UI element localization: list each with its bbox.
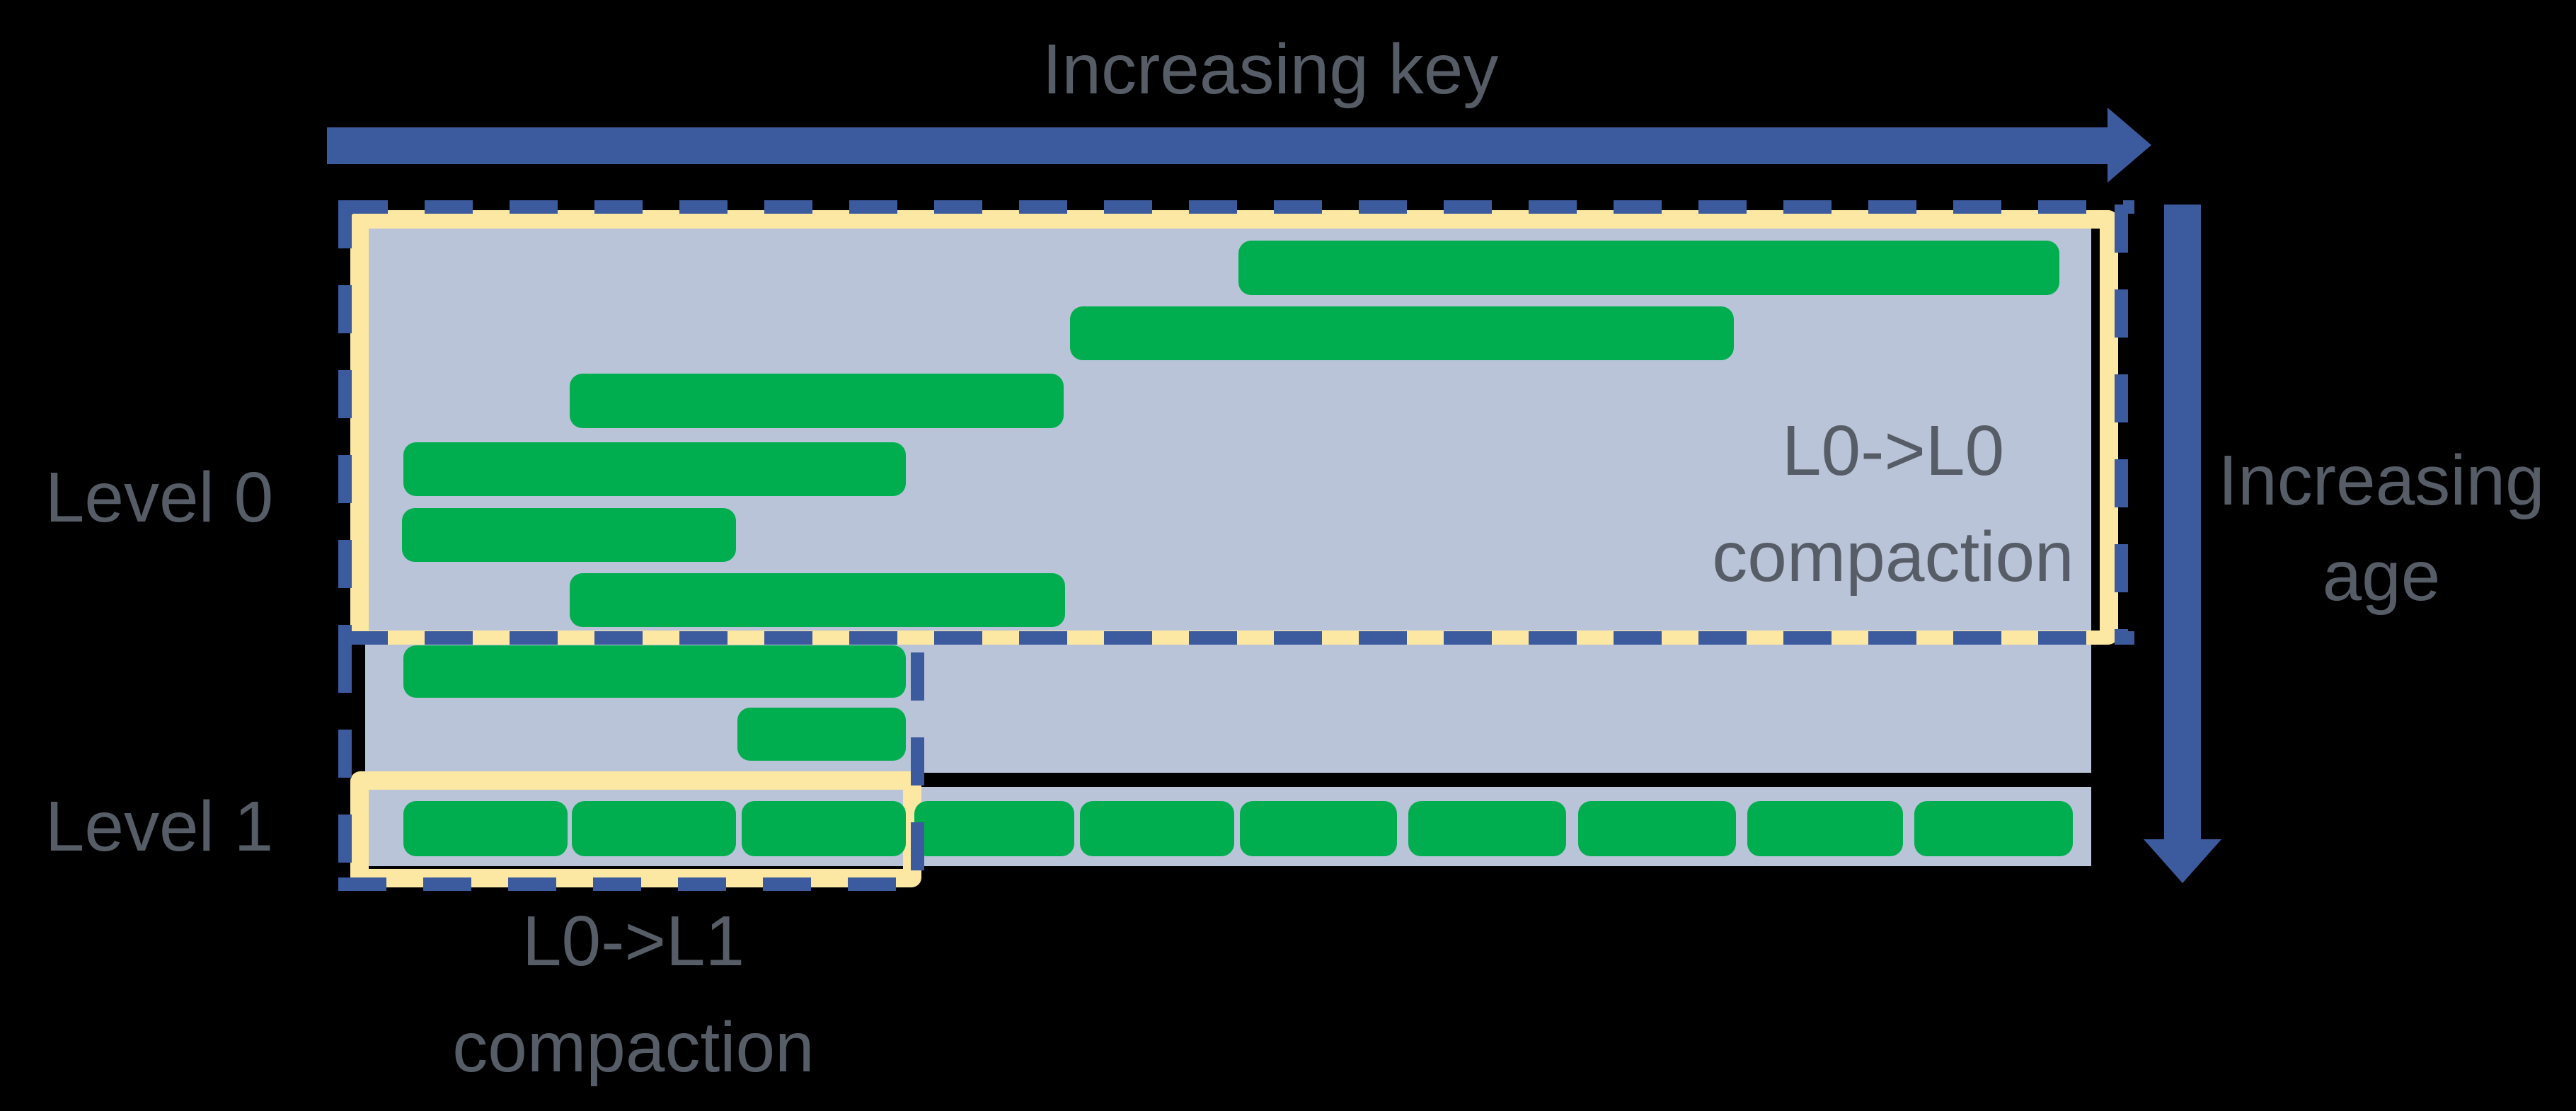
l0-l0-dashed-border-right: [2115, 205, 2128, 645]
l0-l0-dashed-border-top: [340, 200, 2134, 214]
l0-l0-compaction-label-line2: compaction: [1712, 517, 2074, 597]
level0-sstable-bar: [402, 508, 736, 562]
l0-l0-dashed-border-left: [338, 200, 352, 645]
level1-sstable-bar: [1914, 801, 2073, 856]
increasing-key-arrow: [327, 127, 2109, 164]
l0-l1-dashed-border-right: [911, 652, 924, 891]
level1-sstable-bar: [914, 801, 1074, 856]
l0-l1-compaction-label: L0->L1 compaction: [386, 888, 881, 1100]
increasing-key-label: Increasing key: [1042, 30, 1499, 109]
level1-sstable-bar: [1747, 801, 1903, 856]
increasing-age-label-line2: age: [2322, 536, 2441, 616]
l0-l0-compaction-label: L0->L0 compaction: [1645, 398, 2141, 610]
level1-sstable-bar: [742, 801, 906, 856]
level0-sstable-bar: [1070, 306, 1734, 360]
l0-l1-dashed-border-left: [338, 645, 352, 891]
level0-label: Level 0: [45, 458, 274, 537]
level0-sstable-bar: [737, 708, 906, 761]
level0-sstable-bar: [403, 645, 906, 698]
l0-l0-dashed-border-bottom: [340, 631, 2134, 645]
level1-sstable-bar: [1578, 801, 1736, 856]
level1-sstable-bar: [1408, 801, 1566, 856]
l0-l1-compaction-label-line1: L0->L1: [522, 902, 745, 981]
increasing-key-arrowhead-icon: [2108, 108, 2151, 183]
l0-l1-compaction-label-line2: compaction: [452, 1008, 815, 1087]
level1-sstable-bar: [572, 801, 736, 856]
increasing-age-arrowhead-icon: [2144, 839, 2221, 883]
level0-sstable-bar: [570, 374, 1064, 428]
increasing-age-arrow: [2164, 205, 2201, 840]
level1-label: Level 1: [45, 787, 274, 866]
l0-l1-dashed-border-bottom: [338, 877, 927, 891]
level0-sstable-bar: [1238, 241, 2059, 295]
increasing-age-label: Increasing age: [2190, 433, 2572, 624]
increasing-age-label-line1: Increasing: [2218, 441, 2545, 520]
l0-l0-compaction-label-line1: L0->L0: [1781, 411, 2005, 490]
level0-sstable-bar: [403, 442, 906, 496]
level1-sstable-bar: [403, 801, 568, 856]
level1-sstable-bar: [1240, 801, 1397, 856]
level1-sstable-bar: [1080, 801, 1234, 856]
level0-sstable-bar: [570, 573, 1065, 627]
